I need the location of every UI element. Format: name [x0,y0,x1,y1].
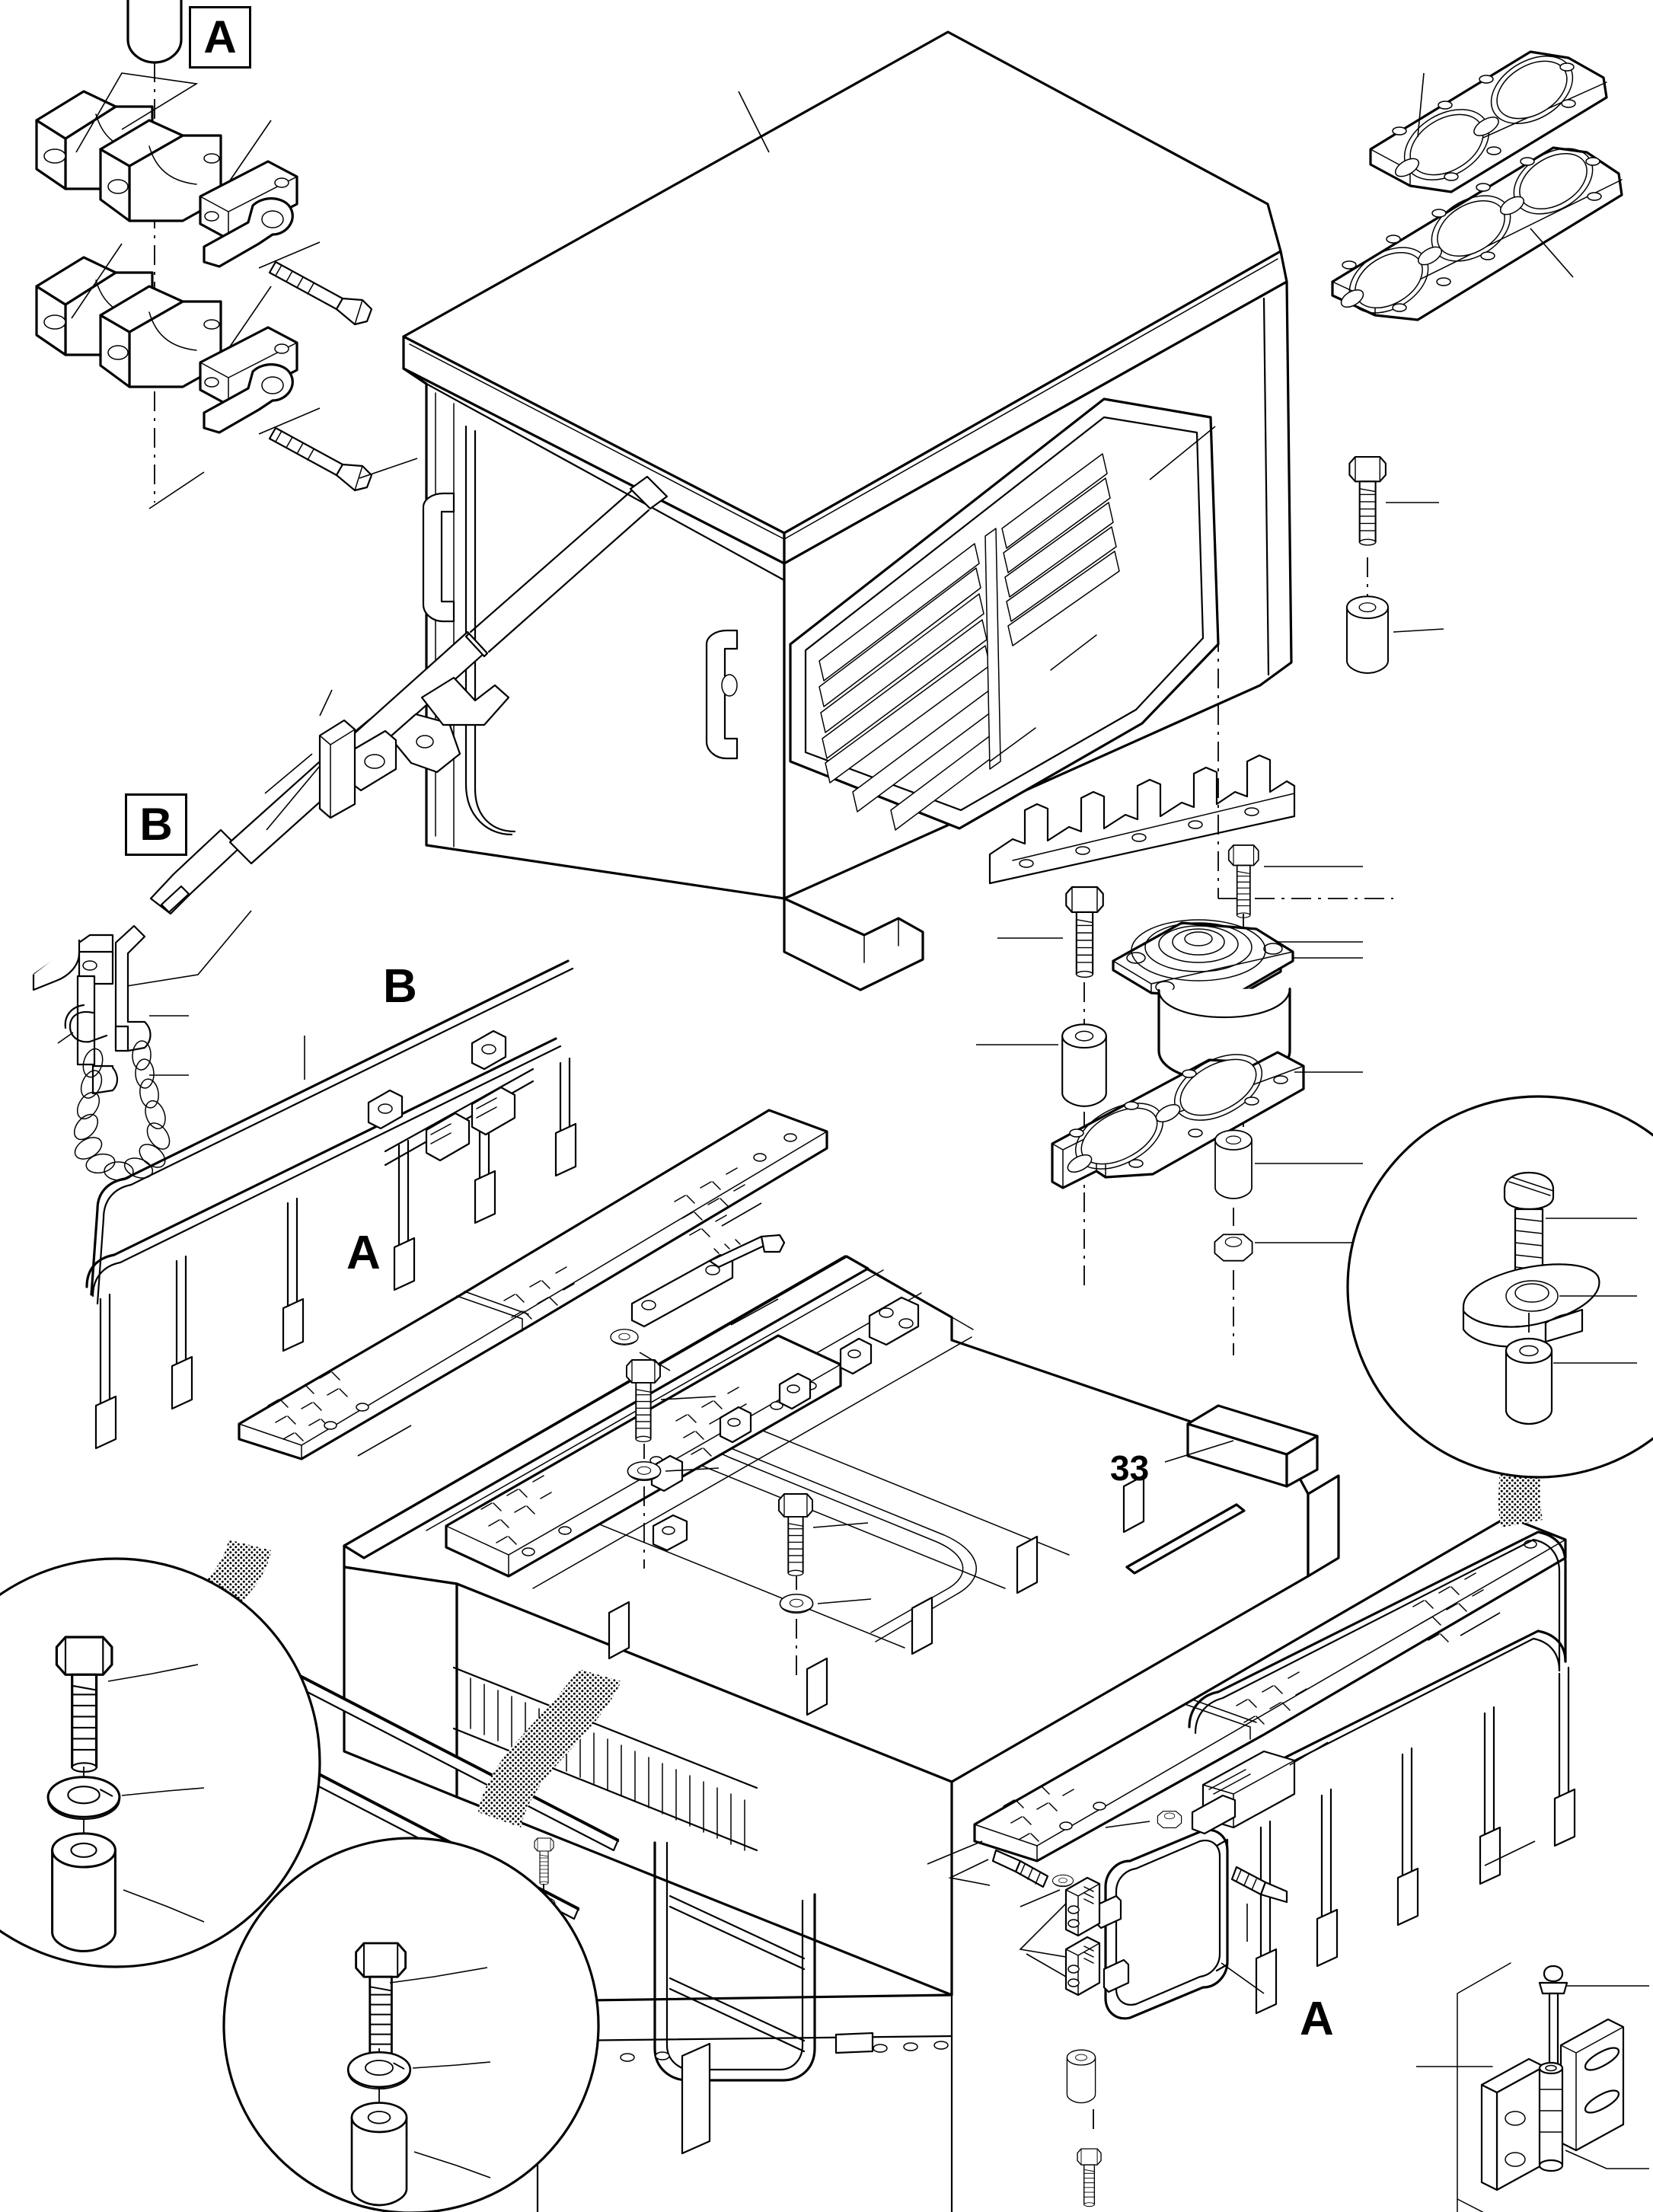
ladder-step [653,1841,816,2155]
label-a-walkway: A [346,1227,381,1279]
clamp-backing-plate-upper [199,160,298,241]
clamp-retainer-tab-upper [203,197,294,268]
gasket-plate-mount [1051,1051,1305,1189]
clamp-strip-upper [610,1234,786,1345]
clamp-retainer-tab-lower [203,363,294,434]
detail-circle-lower-left [0,1540,321,1968]
handrail-clamp-saddles [367,1029,535,1167]
latch-hook-secondary [114,924,152,1052]
louver-blades [819,453,1120,831]
clamp-half-upper-b [99,119,222,222]
bracket-angle-strip [988,754,1296,885]
right-side-group [927,1515,1576,2020]
access-cover-plate [445,1334,842,1578]
cotter-pin [64,1004,108,1043]
canopy-left-wall [402,367,786,900]
door-handle-upper [422,492,455,623]
handrail-bolt-right [1230,1866,1288,1904]
antislip-pattern-right [1003,1572,1484,1842]
clamp-half-upper-a [35,90,154,190]
canopy-lower-skirt [783,897,924,991]
latch-chain-group [32,924,189,1181]
walkway-left-group [238,1109,828,1460]
bottom-plate-holes [620,2032,949,2062]
hex-bolt-lower [268,426,373,492]
access-door-frame [1095,1828,1229,2020]
door-latch-bracket [1191,1750,1296,1835]
gas-strut-group [121,475,669,988]
door-hinge-upper [1064,1876,1101,1937]
clamp-half-lower-b [99,285,222,388]
canopy-body-group [402,30,1393,991]
vibration-isolator [1112,919,1294,1083]
callout-box-b-1: B [125,793,187,856]
label-b-rail: B [383,960,417,1013]
clamp-backing-plate-lower [199,326,298,407]
antislip-pattern-left [267,1167,745,1441]
detail-circle-lower-center [222,1669,621,2212]
hex-bolt-upper [268,260,373,326]
slot-screw [1503,1171,1555,1285]
gasket-plate-upper [1369,50,1608,193]
upper-right-fastener-group [1346,455,1444,674]
handrail-left-posts [94,1057,577,1450]
handrail-left-group [85,959,577,1450]
door-handle-lower [705,629,739,760]
deck-brackets [650,1296,920,1552]
wing-washer [1462,1263,1600,1348]
label-33: 33 [1110,1448,1150,1488]
door-hinge-detail [1480,2018,1625,2191]
rod-stub [126,0,183,64]
door-hinge-lower [1064,1936,1101,1997]
isolator-mount-group [976,844,1363,1355]
latch-shank [76,975,96,1066]
callout-box-a-0: A [189,6,251,69]
detail-circle-right [1346,1095,1653,1527]
detail-circle-bottom-right [1416,1962,1649,2212]
clamp-assembly-group [35,0,418,509]
gasket-plate-lower [1331,146,1623,321]
gasket-plates-group [1331,50,1623,321]
hinge-bolt-left [991,1849,1074,1888]
strut-bracket [318,676,510,819]
label-a-handrail: A [1300,1993,1334,2045]
handrail-right-posts [1255,1666,1576,2015]
